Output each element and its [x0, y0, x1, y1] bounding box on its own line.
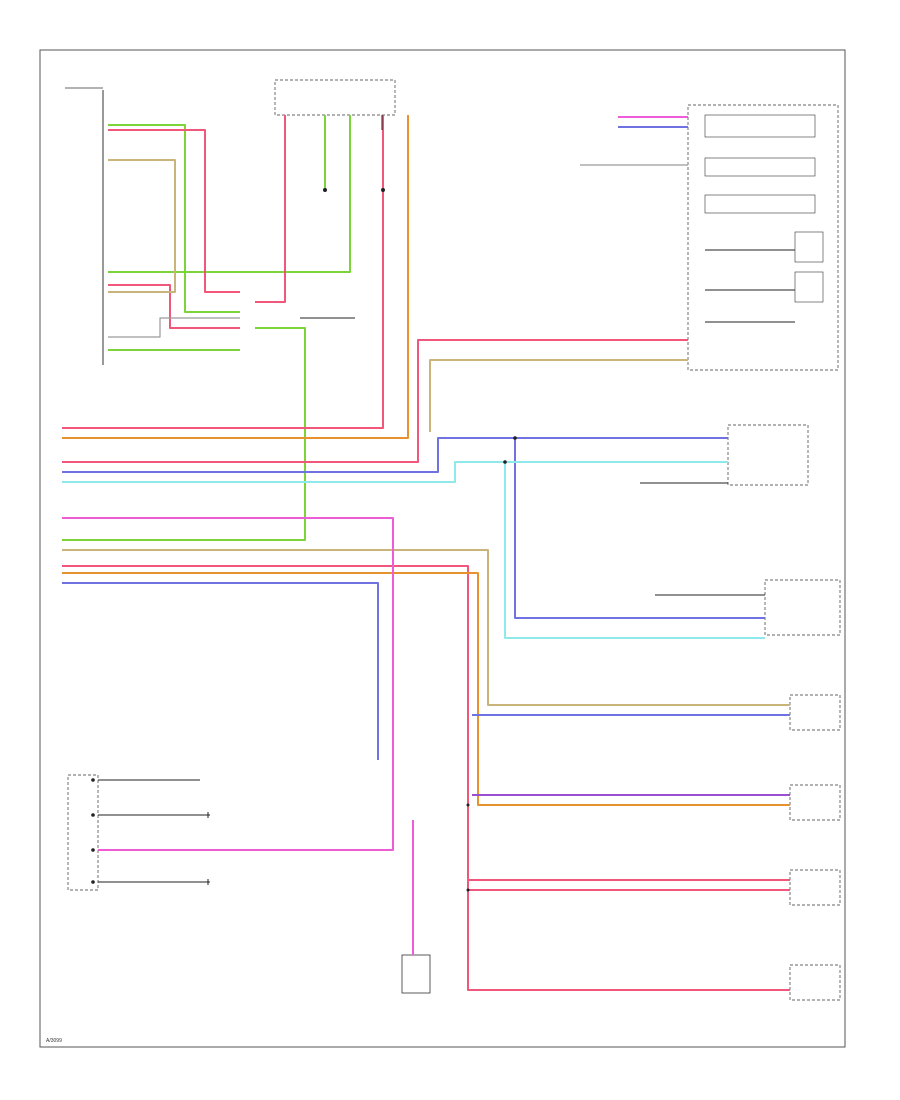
right-switch-boxes — [727, 424, 841, 1001]
wire-cyan-2 — [504, 462, 765, 639]
bottom-buzzer — [401, 954, 431, 994]
left-module-connector — [65, 87, 104, 365]
wire-red-2 — [255, 115, 286, 303]
wire-pink-1 — [62, 517, 394, 760]
wire-pink-2 — [98, 760, 394, 851]
wire-blue-1 — [62, 437, 728, 473]
bottom-left-switch — [67, 774, 99, 891]
wire-blue-3 — [514, 438, 765, 619]
wire-red-4 — [62, 339, 688, 463]
wire-tan-2 — [108, 159, 176, 293]
footer-code: A/3099 — [46, 1038, 62, 1044]
wire-cyan-1 — [62, 461, 728, 483]
wire-orange-1 — [62, 115, 409, 439]
wire-red-5 — [62, 565, 790, 991]
junction-dots — [91, 436, 517, 892]
wire-red-1 — [108, 129, 240, 293]
wire-red-3 — [62, 115, 384, 429]
combination-meter-box — [687, 104, 839, 371]
wire-green-1 — [108, 124, 240, 313]
wire-orange-2 — [62, 572, 790, 806]
ground-symbols — [207, 115, 385, 885]
wire-green-4 — [62, 327, 306, 541]
wire-tan-3 — [429, 359, 688, 432]
fuse-block — [274, 79, 396, 116]
wire-red-8 — [108, 284, 240, 329]
wire-blue-2 — [62, 582, 379, 760]
wire-gray-1 — [108, 317, 240, 338]
diagram-frame — [39, 49, 846, 1048]
wire-green-2 — [108, 115, 351, 273]
wire-tan-1 — [62, 549, 790, 706]
